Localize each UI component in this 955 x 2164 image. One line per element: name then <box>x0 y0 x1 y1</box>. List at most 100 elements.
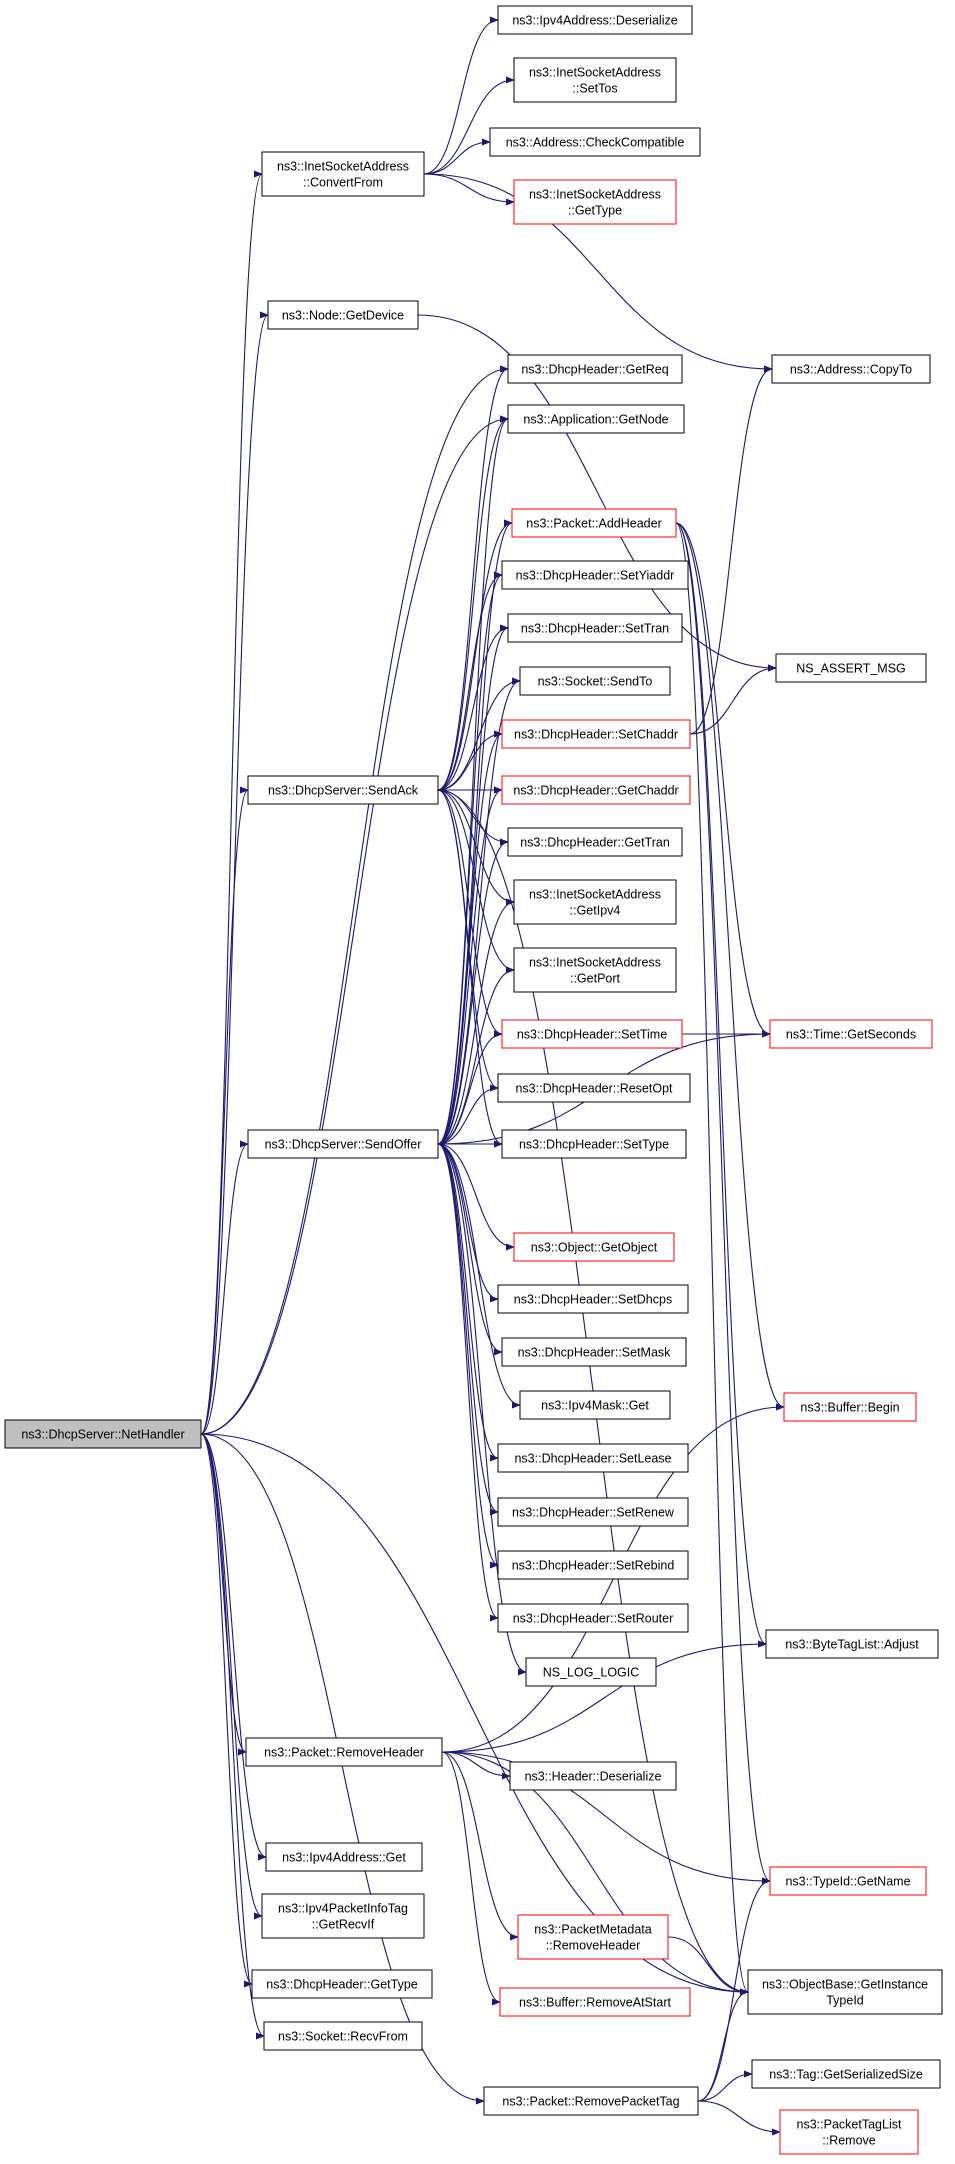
node-ipv4-deserialize[interactable]: ns3::Ipv4Address::Deserialize <box>497 5 693 35</box>
node-label: ns3::Address::CopyTo <box>790 363 912 377</box>
node-dh-setmask[interactable]: ns3::DhcpHeader::SetMask <box>501 1337 687 1367</box>
node-box <box>765 1629 939 1659</box>
node-time-getseconds[interactable]: ns3::Time::GetSeconds <box>769 1019 933 1049</box>
node-label: ns3::DhcpHeader::SetDhcps <box>514 1293 672 1307</box>
node-pkt-addheader[interactable]: ns3::Packet::AddHeader <box>511 508 677 538</box>
node-label: ns3::Header::Deserialize <box>525 1770 662 1784</box>
node-box <box>497 5 693 35</box>
node-ds-sendoffer[interactable]: ns3::DhcpServer::SendOffer <box>247 1129 439 1159</box>
node-box <box>519 666 671 696</box>
node-ipv4addr-get[interactable]: ns3::Ipv4Address::Get <box>265 1842 423 1872</box>
node-dh-gettype[interactable]: ns3::DhcpHeader::GetType <box>251 1969 433 1999</box>
node-ds-sendack[interactable]: ns3::DhcpServer::SendAck <box>247 775 439 805</box>
node-box <box>747 1969 943 2015</box>
node-pm-removeheader[interactable]: ns3::PacketMetadata::RemoveHeader <box>517 1914 669 1960</box>
node-label: ns3::Node::GetDevice <box>282 309 404 323</box>
node-label: ns3::PacketMetadata <box>534 1923 651 1937</box>
node-box <box>497 1497 689 1527</box>
node-box <box>513 947 677 993</box>
node-node-getdevice[interactable]: ns3::Node::GetDevice <box>267 300 419 330</box>
node-dh-setyiaddr[interactable]: ns3::DhcpHeader::SetYiaddr <box>501 560 689 590</box>
node-typeid-getname[interactable]: ns3::TypeId::GetName <box>769 1866 927 1896</box>
call-edge <box>437 519 513 1145</box>
node-addr-checkcompat[interactable]: ns3::Address::CheckCompatible <box>489 127 701 157</box>
node-label: ns3::DhcpHeader::SetLease <box>514 1452 671 1466</box>
call-edge <box>423 138 491 175</box>
node-hdr-deserialize[interactable]: ns3::Header::Deserialize <box>509 1761 677 1791</box>
node-dh-setrouter[interactable]: ns3::DhcpHeader::SetRouter <box>497 1603 689 1633</box>
node-dh-setlease[interactable]: ns3::DhcpHeader::SetLease <box>497 1443 689 1473</box>
node-net-handler[interactable]: ns3::DhcpServer::NetHandler <box>4 1419 202 1449</box>
call-edge <box>697 2070 753 2102</box>
call-edge <box>200 1433 253 1988</box>
node-ns-log-logic[interactable]: NS_LOG_LOGIC <box>525 1657 657 1687</box>
node-dh-setrebind[interactable]: ns3::DhcpHeader::SetRebind <box>497 1550 689 1580</box>
node-label: ns3::DhcpHeader::SetRouter <box>513 1612 674 1626</box>
node-box <box>769 1019 933 1049</box>
call-edge <box>200 1433 265 2040</box>
node-dh-settime[interactable]: ns3::DhcpHeader::SetTime <box>501 1019 683 1049</box>
node-box <box>497 1603 689 1633</box>
node-label: ns3::DhcpHeader::SetMask <box>518 1346 672 1360</box>
node-dh-setchaddr[interactable]: ns3::DhcpHeader::SetChaddr <box>501 719 691 749</box>
node-inet-convertfrom[interactable]: ns3::InetSocketAddress::ConvertFrom <box>261 151 425 197</box>
node-label: ns3::DhcpHeader::ResetOpt <box>515 1082 673 1096</box>
call-edge <box>437 1143 499 1303</box>
node-inet-getport[interactable]: ns3::InetSocketAddress::GetPort <box>513 947 677 993</box>
node-dh-settype[interactable]: ns3::DhcpHeader::SetType <box>501 1129 687 1159</box>
node-label: ns3::Packet::RemovePacketTag <box>502 2095 679 2109</box>
call-edge <box>689 365 773 735</box>
node-sock-sendto[interactable]: ns3::Socket::SendTo <box>519 666 671 696</box>
node-box <box>247 775 439 805</box>
call-edge <box>437 624 509 791</box>
node-pkt-removepackettag[interactable]: ns3::Packet::RemovePacketTag <box>483 2086 699 2116</box>
node-label: NS_ASSERT_MSG <box>796 662 906 676</box>
node-box <box>513 1232 675 1262</box>
node-pkt-removeheader[interactable]: ns3::Packet::RemoveHeader <box>245 1737 443 1767</box>
node-sock-recvfrom[interactable]: ns3::Socket::RecvFrom <box>263 2021 423 2051</box>
node-dh-resetopt[interactable]: ns3::DhcpHeader::ResetOpt <box>497 1073 691 1103</box>
node-box <box>525 1657 657 1687</box>
node-ns-assert-msg[interactable]: NS_ASSERT_MSG <box>775 653 927 683</box>
node-ptl-remove[interactable]: ns3::PacketTagList::Remove <box>779 2109 919 2155</box>
node-tag-getserializedsize[interactable]: ns3::Tag::GetSerializedSize <box>751 2059 941 2089</box>
node-btl-adjust[interactable]: ns3::ByteTagList::Adjust <box>765 1629 939 1659</box>
call-edge <box>200 786 249 1435</box>
node-box <box>519 1390 671 1420</box>
call-edge <box>437 898 515 1145</box>
node-inet-gettype[interactable]: ns3::InetSocketAddress::GetType <box>513 179 677 225</box>
node-label: ns3::Packet::RemoveHeader <box>264 1746 424 1760</box>
node-box <box>265 1842 423 1872</box>
node-box <box>775 653 927 683</box>
node-box <box>499 1987 691 2017</box>
call-edge <box>437 786 503 1145</box>
call-edge <box>437 415 509 791</box>
node-ipv4mask-get[interactable]: ns3::Ipv4Mask::Get <box>519 1390 671 1420</box>
call-edge <box>437 1143 515 1251</box>
node-buf-begin[interactable]: ns3::Buffer::Begin <box>783 1392 917 1422</box>
call-edge <box>437 1143 499 1569</box>
call-edge <box>697 2100 781 2136</box>
node-addr-copyto[interactable]: ns3::Address::CopyTo <box>771 354 931 384</box>
node-dh-setrenew[interactable]: ns3::DhcpHeader::SetRenew <box>497 1497 689 1527</box>
node-dh-gettran[interactable]: ns3::DhcpHeader::GetTran <box>507 827 683 857</box>
node-dh-getchaddr[interactable]: ns3::DhcpHeader::GetChaddr <box>501 775 691 805</box>
call-edge <box>423 173 773 373</box>
node-app-getnode[interactable]: ns3::Application::GetNode <box>507 404 685 434</box>
call-edge <box>200 415 509 1435</box>
node-inet-getipv4[interactable]: ns3::InetSocketAddress::GetIpv4 <box>513 879 677 925</box>
node-label: ns3::Address::CheckCompatible <box>506 136 685 150</box>
call-edge <box>200 311 269 1435</box>
node-inet-settos[interactable]: ns3::InetSocketAddress::SetTos <box>513 57 677 103</box>
node-label: ns3::DhcpHeader::SetTime <box>517 1028 667 1042</box>
node-label: ns3::Socket::RecvFrom <box>278 2030 408 2044</box>
node-dh-setdhcps[interactable]: ns3::DhcpHeader::SetDhcps <box>497 1284 689 1314</box>
node-label: ns3::ByteTagList::Adjust <box>785 1638 919 1652</box>
node-dh-settran[interactable]: ns3::DhcpHeader::SetTran <box>507 613 683 643</box>
node-obj-getobject[interactable]: ns3::Object::GetObject <box>513 1232 675 1262</box>
node-dh-getreq[interactable]: ns3::DhcpHeader::GetReq <box>507 354 683 384</box>
node-buf-removeatstart[interactable]: ns3::Buffer::RemoveAtStart <box>499 1987 691 2017</box>
node-ipv4pit-getrecvif[interactable]: ns3::Ipv4PacketInfoTag::GetRecvIf <box>261 1893 425 1939</box>
call-edge <box>441 1751 501 2006</box>
